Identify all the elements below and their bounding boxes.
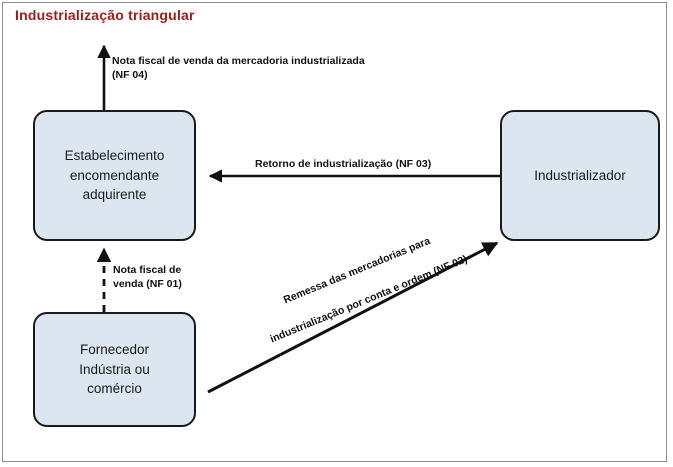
node-industrializador[interactable]: Industrializador [500,110,660,241]
node-estabelecimento-encomendante-adquirente[interactable]: Estabelecimento encomendante adquirente [33,110,196,241]
node-fornecedor-industria-ou-comercio[interactable]: Fornecedor Indústria ou comércio [33,312,196,427]
edge-label-nf03: Retorno de industrialização (NF 03) [255,158,432,170]
edge-label-nf04: Nota fiscal de venda da mercadoria indus… [112,55,365,82]
node-label: Fornecedor Indústria ou comércio [79,342,150,397]
node-label: Estabelecimento encomendante adquirente [64,148,165,203]
page-title: Industrialização triangular [15,7,195,23]
edge-label-nf01: Nota fiscal de venda (NF 01) [113,264,182,291]
node-label: Industrializador [534,167,626,183]
